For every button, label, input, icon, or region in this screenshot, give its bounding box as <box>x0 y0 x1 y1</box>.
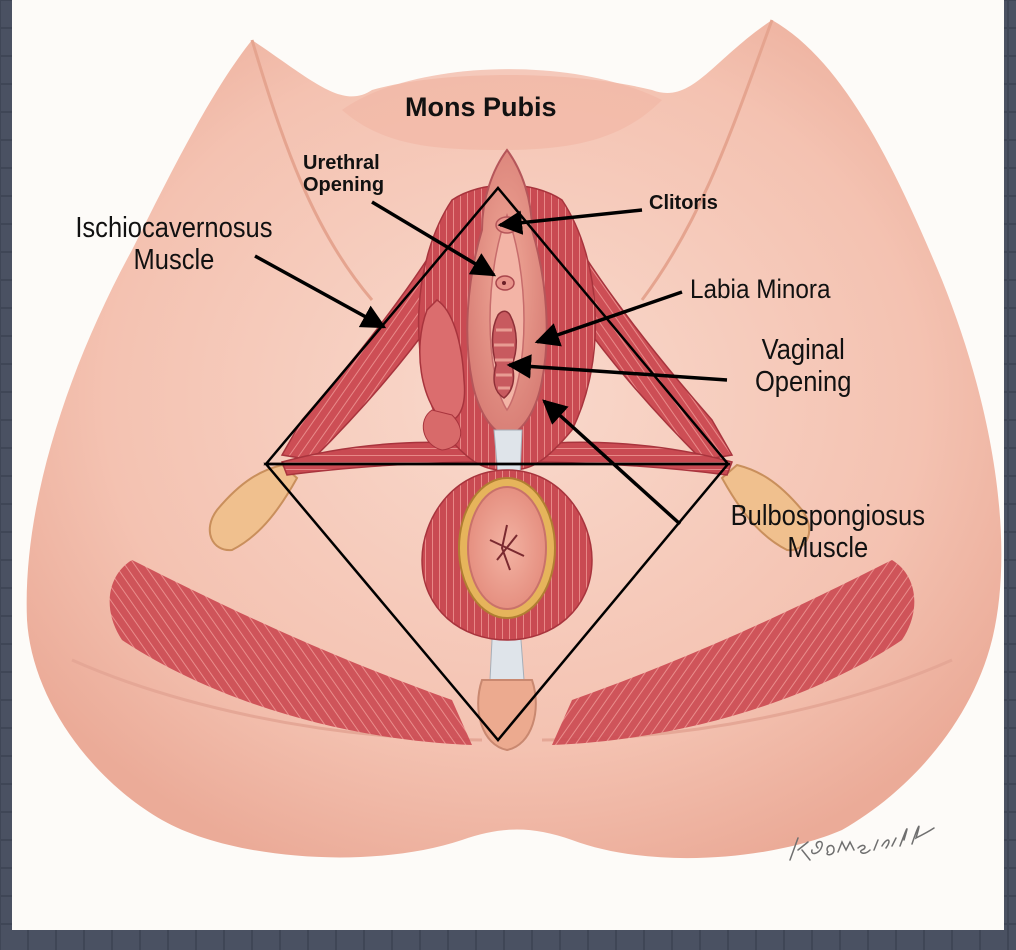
label-labia-minora: Labia Minora <box>690 274 831 304</box>
arrow-labia-minora <box>534 290 683 347</box>
levator-ani-left <box>109 560 472 745</box>
perineum-illustration <box>12 0 1004 930</box>
external-anal-sphincter <box>421 469 593 641</box>
urethral-opening <box>495 275 515 291</box>
vaginal-opening <box>491 310 517 399</box>
anatomy-panel: Mons Pubis Urethral Opening Clitoris Isc… <box>12 0 1004 930</box>
levator-ani-right <box>552 560 915 745</box>
ischial-bone-right <box>720 463 811 552</box>
ischial-bone-left <box>208 463 299 552</box>
label-mons-pubis: Mons Pubis <box>405 92 557 122</box>
artist-signature <box>789 825 935 861</box>
arrow-vaginal-opening <box>506 354 728 382</box>
label-bulbospongiosus-muscle: Bulbospongiosus Muscle <box>730 500 925 565</box>
label-ischiocavernosus-muscle: Ischiocavernosus Muscle <box>75 212 273 277</box>
arrow-urethral-opening <box>371 200 497 277</box>
label-vaginal-opening: Vaginal Opening <box>754 334 852 399</box>
arrow-bulbospongiosus <box>542 399 682 526</box>
label-clitoris: Clitoris <box>649 192 718 214</box>
leader-arrows <box>254 200 728 526</box>
arrow-ischiocavernosus <box>254 254 387 329</box>
arrow-clitoris <box>497 208 643 235</box>
label-urethral-opening: Urethral Opening <box>303 152 385 197</box>
